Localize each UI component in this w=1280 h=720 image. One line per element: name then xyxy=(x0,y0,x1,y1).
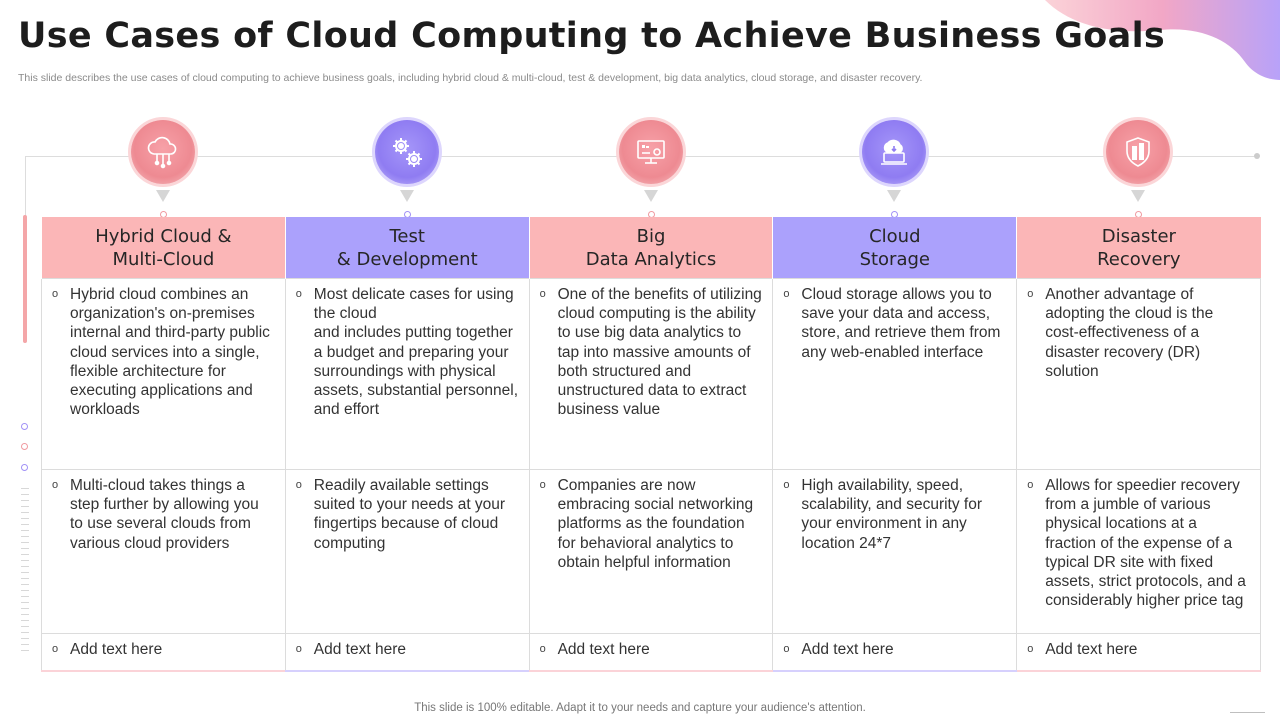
bullet-icon: o xyxy=(295,288,302,300)
cloud-network-icon xyxy=(131,120,195,184)
node-test-dev xyxy=(375,120,439,220)
gears-icon xyxy=(375,120,439,184)
column-header-test-development: Test & Development xyxy=(284,217,530,279)
node-hybrid-cloud xyxy=(131,120,195,220)
bullet-icon: o xyxy=(1027,479,1034,491)
cloud-storage-laptop-icon xyxy=(862,120,926,184)
analytics-monitor-icon xyxy=(619,120,683,184)
corner-gradient-shape xyxy=(1045,0,1280,80)
bullet-icon: o xyxy=(52,643,59,655)
node-disaster-recovery xyxy=(1106,120,1170,220)
bullet-icon: o xyxy=(539,479,546,491)
column-header-disaster-recovery: Disaster Recovery xyxy=(1016,217,1261,279)
use-cases-table: Hybrid Cloud & Multi-Cloud Test & Develo… xyxy=(41,217,1261,672)
bullet-icon: o xyxy=(539,643,546,655)
decor-dot xyxy=(21,423,28,430)
bullet-icon: o xyxy=(783,288,790,300)
decor-ticks xyxy=(21,488,29,656)
bullet-icon: o xyxy=(1027,643,1034,655)
node-pointer xyxy=(400,190,414,202)
bullet-icon: o xyxy=(52,479,59,491)
node-cloud-storage xyxy=(862,120,926,220)
column-header-cloud-storage: Cloud Storage xyxy=(772,217,1017,279)
page-subtitle: This slide describes the use cases of cl… xyxy=(18,72,923,84)
bullet-icon: o xyxy=(539,288,546,300)
node-big-data xyxy=(619,120,683,220)
table-bottom-accent xyxy=(41,670,1261,672)
column-header-big-data-analytics: Big Data Analytics xyxy=(528,217,773,279)
node-pointer xyxy=(156,190,170,202)
bullet-icon: o xyxy=(295,643,302,655)
left-accent-bar xyxy=(23,215,27,343)
node-pointer xyxy=(644,190,658,202)
footer-note: This slide is 100% editable. Adapt it to… xyxy=(414,702,866,714)
column-header-hybrid-cloud: Hybrid Cloud & Multi-Cloud xyxy=(41,217,286,279)
bullet-icon: o xyxy=(783,643,790,655)
bullet-icon: o xyxy=(783,479,790,491)
page-title: Use Cases of Cloud Computing to Achieve … xyxy=(18,16,1166,56)
footer-line xyxy=(1230,712,1265,713)
building-shield-icon xyxy=(1106,120,1170,184)
decor-dot xyxy=(21,443,28,450)
decor-dot xyxy=(21,464,28,471)
timeline-left-connector xyxy=(25,156,26,218)
node-pointer xyxy=(887,190,901,202)
bullet-icon: o xyxy=(52,288,59,300)
bullet-icon: o xyxy=(295,479,302,491)
bullet-icon: o xyxy=(1027,288,1034,300)
timeline-end-dot xyxy=(1254,153,1260,159)
node-pointer xyxy=(1131,190,1145,202)
